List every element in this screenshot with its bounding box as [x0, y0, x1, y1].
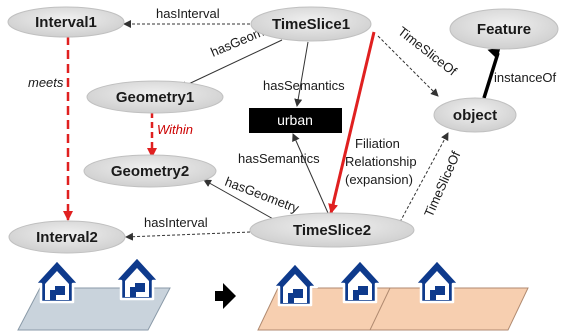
house-icon — [336, 258, 384, 304]
node-timeslice2: TimeSlice2 — [249, 212, 415, 248]
svg-text:object: object — [453, 107, 497, 124]
node-timeslice1: TimeSlice1 — [250, 6, 372, 42]
svg-text:Feature: Feature — [477, 21, 531, 38]
node-object: object — [433, 97, 517, 133]
svg-text:TimeSlice2: TimeSlice2 — [293, 222, 371, 239]
edge-instance-of — [482, 47, 501, 99]
edge-label-timeslice-of-bottom: TimeSliceOf — [421, 149, 463, 220]
edge-has-geometry-top — [179, 39, 283, 89]
house-icon — [271, 261, 319, 307]
edge-timeslice-of-top — [377, 35, 439, 97]
svg-text:Interval2: Interval2 — [36, 229, 98, 246]
node-urban: urban — [249, 108, 342, 133]
house-icon — [33, 258, 81, 304]
svg-text:Interval1: Interval1 — [35, 14, 97, 31]
node-interval1: Interval1 — [7, 6, 125, 38]
edge-filiation — [328, 31, 376, 214]
house-icon — [413, 258, 461, 304]
edge-has-semantics-bottom — [292, 133, 329, 214]
edge-label-instance-of: instanceOf — [494, 70, 557, 85]
plane-after-2 — [369, 287, 529, 331]
edge-label-has-geometry-bottom: hasGeometry — [223, 174, 302, 216]
node-geometry1: Geometry1 — [86, 80, 224, 114]
edge-has-semantics-top — [294, 41, 309, 107]
svg-text:Geometry1: Geometry1 — [116, 89, 194, 106]
house-icon — [113, 255, 161, 301]
edge-timeslice-of-bottom — [399, 132, 449, 223]
edge-has-interval-bottom — [125, 231, 251, 241]
node-interval2: Interval2 — [8, 220, 126, 254]
edge-label-has-semantics-top: hasSemantics — [263, 78, 345, 93]
edge-label-meets: meets — [28, 75, 64, 90]
edge-label-filiation-1: Filiation — [355, 136, 400, 151]
svg-text:Geometry2: Geometry2 — [111, 163, 189, 180]
svg-text:TimeSlice1: TimeSlice1 — [272, 16, 350, 33]
edge-label-has-semantics-bottom: hasSemantics — [238, 151, 320, 166]
node-feature: Feature — [449, 8, 559, 50]
edge-label-has-interval-bottom: hasInterval — [144, 215, 208, 230]
edge-label-filiation-2: Relationship — [345, 154, 417, 169]
edge-label-within: Within — [157, 122, 193, 137]
edge-has-geometry-bottom — [203, 179, 276, 221]
edge-label-filiation-3: (expansion) — [345, 172, 413, 187]
node-geometry2: Geometry2 — [83, 154, 217, 188]
right-arrow-icon — [215, 283, 236, 309]
edge-label-has-interval-top: hasInterval — [156, 6, 220, 21]
svg-text:urban: urban — [277, 112, 313, 128]
